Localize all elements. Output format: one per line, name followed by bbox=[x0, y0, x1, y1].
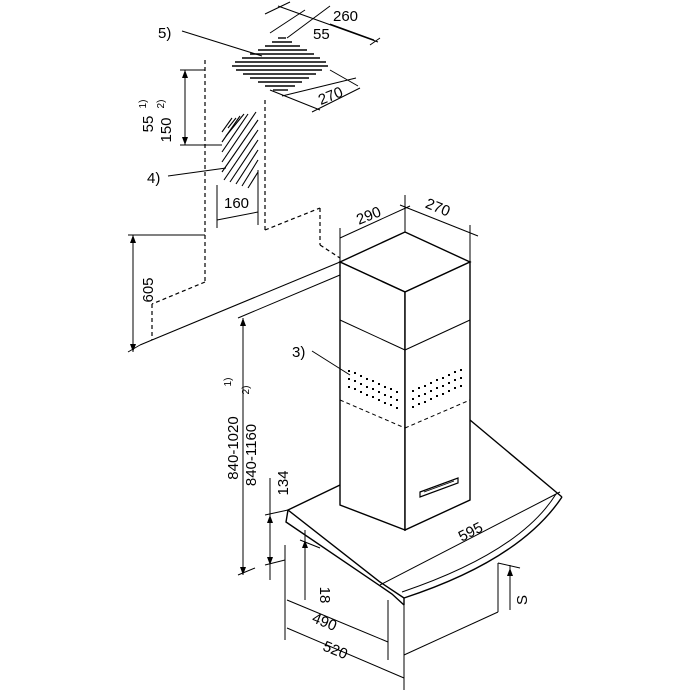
dimension-s-label: S bbox=[514, 595, 531, 605]
callout-3-leader bbox=[311, 350, 351, 376]
callout-4: 4) bbox=[147, 167, 227, 187]
dimension-595-label: 595 bbox=[456, 519, 486, 546]
dimension-840-1160-sup: 2) bbox=[241, 386, 252, 395]
dimension-840-1020-label: 840-1020 bbox=[225, 416, 242, 479]
wall-outline-dashed bbox=[151, 60, 341, 340]
callout-4-label: 4) bbox=[147, 170, 160, 187]
dimension-18-label: 18 bbox=[316, 587, 333, 604]
dimension-55-top-label: 55 bbox=[313, 26, 330, 43]
callout-5-label: 5) bbox=[158, 25, 171, 42]
dimension-150-sup: 2) bbox=[156, 100, 167, 109]
dimension-605-label: 605 bbox=[140, 277, 157, 302]
callout-5: 5) bbox=[158, 25, 263, 57]
callout-3-label: 3) bbox=[292, 344, 305, 361]
callout-3: 3) bbox=[292, 344, 351, 376]
dimension-840-1160-label: 840-1160 bbox=[243, 424, 260, 486]
dimension-55-label: 55 bbox=[140, 116, 157, 133]
dimension-134: 134 bbox=[264, 470, 292, 580]
dimension-270-top: 270 bbox=[269, 69, 361, 113]
hood-canopy bbox=[285, 419, 563, 606]
dimension-260: 260 bbox=[264, 1, 381, 46]
arrowheads bbox=[130, 70, 513, 576]
dimension-840: 840-1020 1) 840-1160 2) bbox=[223, 274, 341, 576]
control-panel bbox=[419, 477, 459, 498]
dimension-290-label: 290 bbox=[354, 203, 384, 228]
dimension-55-top: 55 bbox=[269, 5, 331, 43]
wall-plate-hatching bbox=[221, 111, 259, 189]
dimension-270-top-label: 270 bbox=[316, 84, 346, 109]
dimension-840-1020-sup: 1) bbox=[223, 378, 234, 387]
ceiling-bracket bbox=[232, 37, 328, 91]
dimension-134-label: 134 bbox=[275, 470, 292, 495]
dimension-260-label: 260 bbox=[333, 8, 358, 25]
callout-5-leader bbox=[181, 30, 263, 57]
dimension-55-150: 55 1) 150 2) bbox=[138, 69, 222, 146]
dimension-520-label: 520 bbox=[320, 638, 350, 663]
ceiling-bracket-hatching bbox=[232, 37, 328, 91]
vent-holes-right bbox=[412, 369, 462, 408]
dimension-520: 520 bbox=[286, 605, 405, 690]
dimension-s: S bbox=[403, 562, 531, 656]
dimension-605: 605 bbox=[127, 234, 205, 353]
vent-holes-left bbox=[348, 370, 398, 409]
dimension-160-label: 160 bbox=[224, 195, 249, 212]
chimney-joint bbox=[339, 319, 471, 429]
dimension-150-label: 150 bbox=[158, 117, 175, 142]
dimension-160: 160 bbox=[216, 170, 259, 228]
dimension-490-label: 490 bbox=[310, 610, 340, 635]
callout-4-leader bbox=[167, 167, 227, 177]
dimension-270-chimney-label: 270 bbox=[423, 195, 453, 220]
dimension-55-sup: 1) bbox=[138, 100, 149, 109]
wall-connector bbox=[139, 261, 341, 346]
